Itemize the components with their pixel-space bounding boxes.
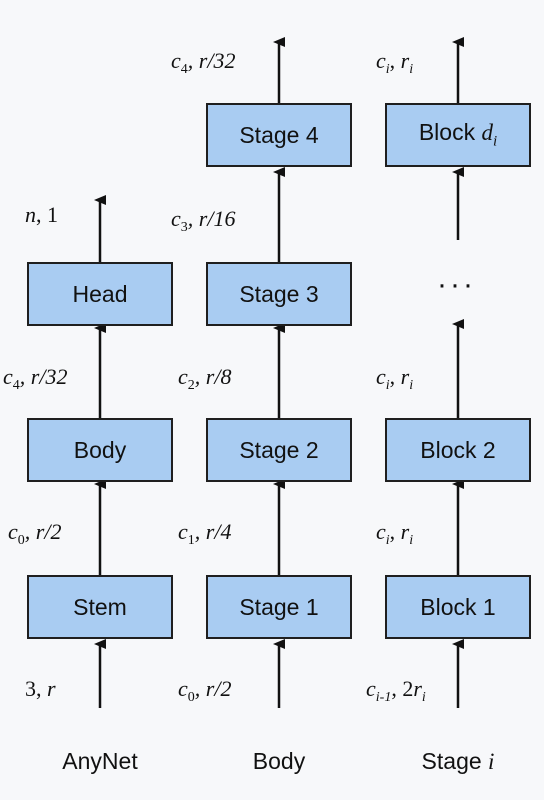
body-box: Body [27,418,173,482]
head-box: Head [27,262,173,326]
stage-title: Stage i [421,748,495,774]
stage3-box: Stage 3 [206,262,352,326]
anynet-output-label: n, 1 [25,202,58,227]
stage4-label: Stage 4 [239,121,319,148]
stage4-box: Stage 4 [206,103,352,167]
block1-box: Block 1 [385,575,531,639]
anynet-title: AnyNet [62,748,138,774]
stage-output-label: ci, ri [376,48,414,77]
stage-mid-label: ci, ri [376,364,414,393]
stage3-input-label: c2, r/8 [178,364,232,393]
block-d-label: Block di [418,119,498,150]
head-label: Head [72,280,128,307]
body-title: Body [252,748,306,774]
block2-box: Block 2 [385,418,531,482]
block2-label: Block 2 [420,436,496,463]
stage1-box: Stage 1 [206,575,352,639]
stem-label: Stem [73,593,127,620]
anynet-head-input-label: c4, r/32 [3,364,68,393]
stage-input-label: ci-1, 2ri [366,676,426,705]
block2-input-label: ci, ri [376,519,414,548]
ellipsis: ··· [437,268,476,301]
stage3-label: Stage 3 [239,280,319,307]
body-output-label: c4, r/32 [171,48,236,77]
stage1-label: Stage 1 [239,593,319,620]
stem-box: Stem [27,575,173,639]
stage2-box: Stage 2 [206,418,352,482]
body-label: Body [73,436,127,463]
body-input-label: c0, r/2 [178,676,232,705]
block-d-box: Block di [385,103,531,167]
stage2-input-label: c1, r/4 [178,519,232,548]
block1-label: Block 1 [420,593,496,620]
stage2-label: Stage 2 [239,436,319,463]
stage4-input-label: c3, r/16 [171,206,236,235]
anynet-input-label: 3, r [25,676,56,701]
anynet-body-input-label: c0, r/2 [8,519,62,548]
